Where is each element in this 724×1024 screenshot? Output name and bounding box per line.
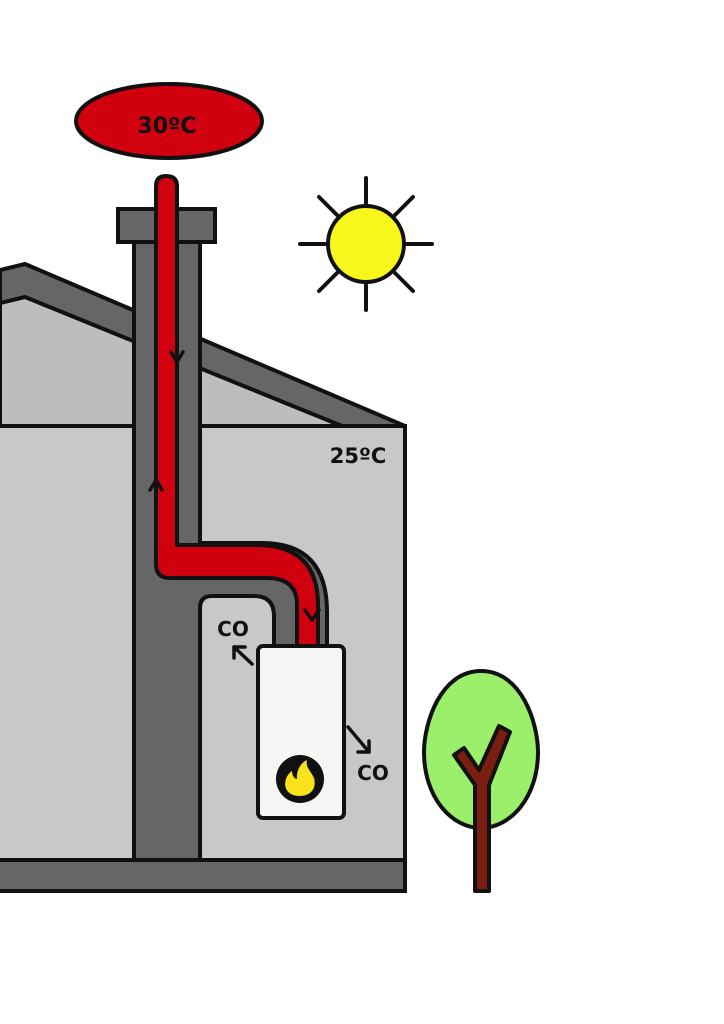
flow-arrows xyxy=(148,316,321,622)
flame-icon xyxy=(285,760,315,796)
boiler xyxy=(256,644,346,820)
co-arrows xyxy=(232,645,371,754)
co-label-right: CO xyxy=(357,761,389,785)
house-base xyxy=(0,858,407,893)
roof xyxy=(0,262,407,428)
tree-icon xyxy=(421,668,541,893)
down-arrow-icon-lower xyxy=(303,608,321,622)
co-arrow-right-icon xyxy=(356,739,371,754)
indoor-temperature: 25ºC xyxy=(330,444,386,468)
sun-icon xyxy=(298,176,434,312)
outdoor-temperature: 30ºC xyxy=(137,114,196,139)
co-label-left: CO xyxy=(217,617,249,641)
up-arrow-icon xyxy=(148,478,164,492)
flue-pipe xyxy=(154,174,320,650)
co-arrow-left-icon xyxy=(232,645,247,660)
outdoor-temperature-badge xyxy=(74,82,264,160)
down-arrow-icon xyxy=(169,350,185,364)
